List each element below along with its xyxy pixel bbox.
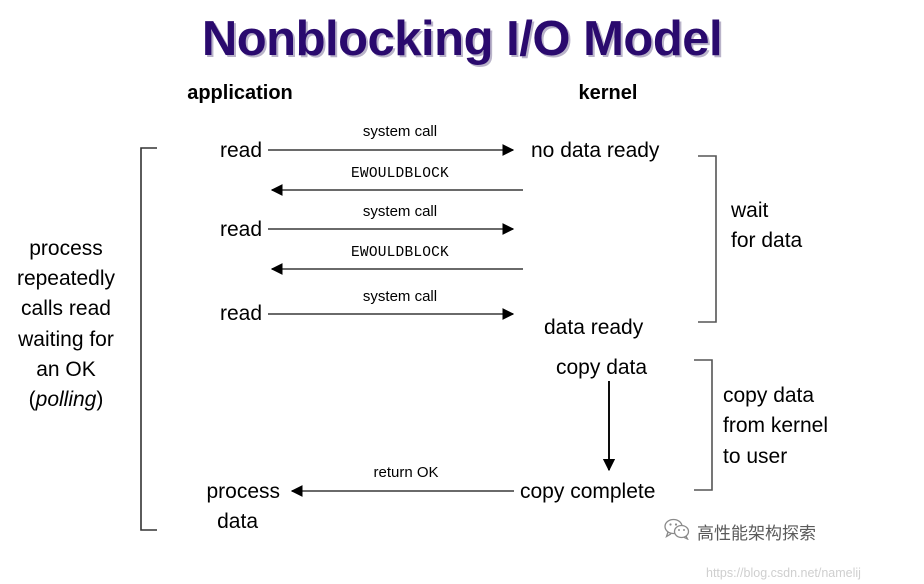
node-copy-complete: copy complete — [520, 480, 656, 503]
bracket-label-copy-data-from-kernel-to-user: copy data from kernel to user — [723, 381, 828, 472]
paren-open: ( — [28, 388, 36, 412]
left-description-line: repeatedly — [16, 267, 116, 291]
node-read-2: read — [219, 218, 262, 241]
bracket-label-line: to user — [723, 444, 788, 468]
node-read-3: read — [219, 302, 262, 325]
column-header-application: application — [187, 82, 293, 104]
node-read-1: read — [219, 139, 262, 162]
left-description-line: process — [29, 237, 103, 260]
node-no-data-ready: no data ready — [531, 139, 660, 162]
bracket-label-line: from kernel — [723, 414, 829, 438]
node-copy-data: copy data — [556, 356, 648, 379]
watermark-url: https://blog.csdn.net/namelij — [706, 566, 861, 580]
arrow-label-system-call-1: system call — [362, 123, 438, 140]
node-data-ready: data ready — [544, 316, 644, 339]
page-title: Nonblocking I/O Model — [201, 12, 723, 66]
watermark-account-name: 高性能架构探索 — [697, 524, 816, 543]
arrow-label-system-call-2: system call — [362, 203, 438, 220]
bracket-label-wait-for-data: wait for data — [731, 196, 802, 257]
paren-close: ) — [96, 388, 104, 412]
polling-word: polling — [35, 388, 97, 412]
arrow-label-ewouldblock-2: EWOULDBLOCK — [351, 245, 449, 261]
arrow-label-ewouldblock-1: EWOULDBLOCK — [351, 166, 449, 182]
wechat-icon — [664, 518, 690, 545]
bracket-label-line: wait — [731, 199, 769, 222]
node-process-data-line2: data — [217, 510, 258, 533]
bracket-label-line: copy data — [723, 384, 815, 407]
column-header-kernel: kernel — [578, 82, 638, 104]
left-description-block: process repeatedly calls read waiting fo… — [0, 234, 132, 415]
left-description-line-polling: (polling) — [0, 385, 132, 415]
arrow-label-system-call-3: system call — [362, 288, 438, 305]
wait-for-data-bracket — [698, 155, 717, 323]
left-description-line: calls read — [21, 297, 111, 321]
watermark-wechat: 高性能架构探索 — [664, 518, 816, 545]
arrow-label-return-ok: return OK — [373, 464, 439, 481]
node-process-data-line1: process — [206, 480, 280, 503]
left-description-line: waiting for — [18, 327, 114, 351]
copy-data-bracket — [694, 359, 713, 491]
left-process-bracket — [140, 147, 157, 531]
bracket-label-line: for data — [731, 229, 803, 253]
left-description-line: an OK — [36, 357, 96, 381]
